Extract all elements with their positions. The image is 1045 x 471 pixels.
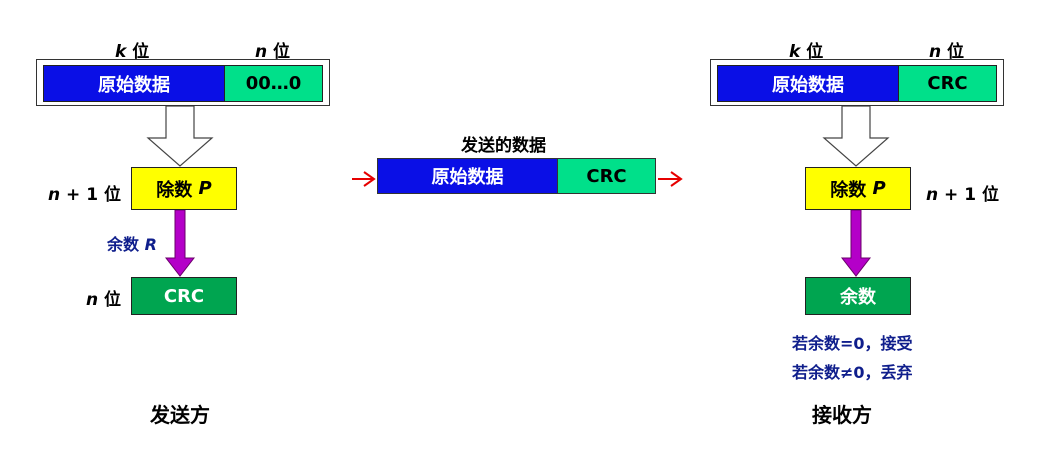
transfer-crc-block: CRC [557, 158, 656, 194]
sender-divisor-bits-label: n + 1 位 [48, 185, 121, 205]
receiver-original-data-block: 原始数据 [717, 65, 899, 102]
sender-k-bits-label: k 位 [115, 42, 150, 62]
receiver-accept-rule: 若余数=0，接受 [792, 334, 913, 353]
receiver-remainder-block: 余数 [805, 277, 911, 315]
transfer-title: 发送的数据 [461, 136, 546, 156]
sender-zeros-block: 00…0 [224, 65, 323, 102]
n-var: n [255, 42, 268, 62]
receiver-caption: 接收方 [812, 403, 872, 427]
sender-hollow-down-arrow [146, 105, 214, 167]
receiver-discard-rule: 若余数≠0，丢弃 [792, 363, 913, 382]
receiver-divisor-block: 除数 P [805, 167, 911, 210]
receiver-hollow-down-arrow [822, 105, 890, 167]
sender-crc-bits-label: n 位 [86, 290, 122, 310]
receiver-divisor-bits-label: n + 1 位 [926, 185, 999, 205]
receiver-remainder-arrow [840, 209, 872, 277]
sender-crc-block: CRC [131, 277, 237, 315]
transfer-original-data-block: 原始数据 [377, 158, 558, 194]
receiver-k-bits-label: k 位 [789, 42, 824, 62]
sender-original-data-block: 原始数据 [43, 65, 225, 102]
sender-remainder-label: 余数 R [107, 235, 157, 254]
transfer-arrow-in [352, 171, 376, 187]
k-var: k [115, 42, 127, 62]
sender-divisor-block: 除数 P [131, 167, 237, 210]
sender-remainder-arrow [164, 209, 196, 277]
sender-caption: 发送方 [150, 403, 210, 427]
receiver-n-bits-label: n 位 [929, 42, 965, 62]
transfer-arrow-out [658, 171, 683, 187]
sender-n-bits-label: n 位 [255, 42, 291, 62]
receiver-crc-block: CRC [898, 65, 997, 102]
